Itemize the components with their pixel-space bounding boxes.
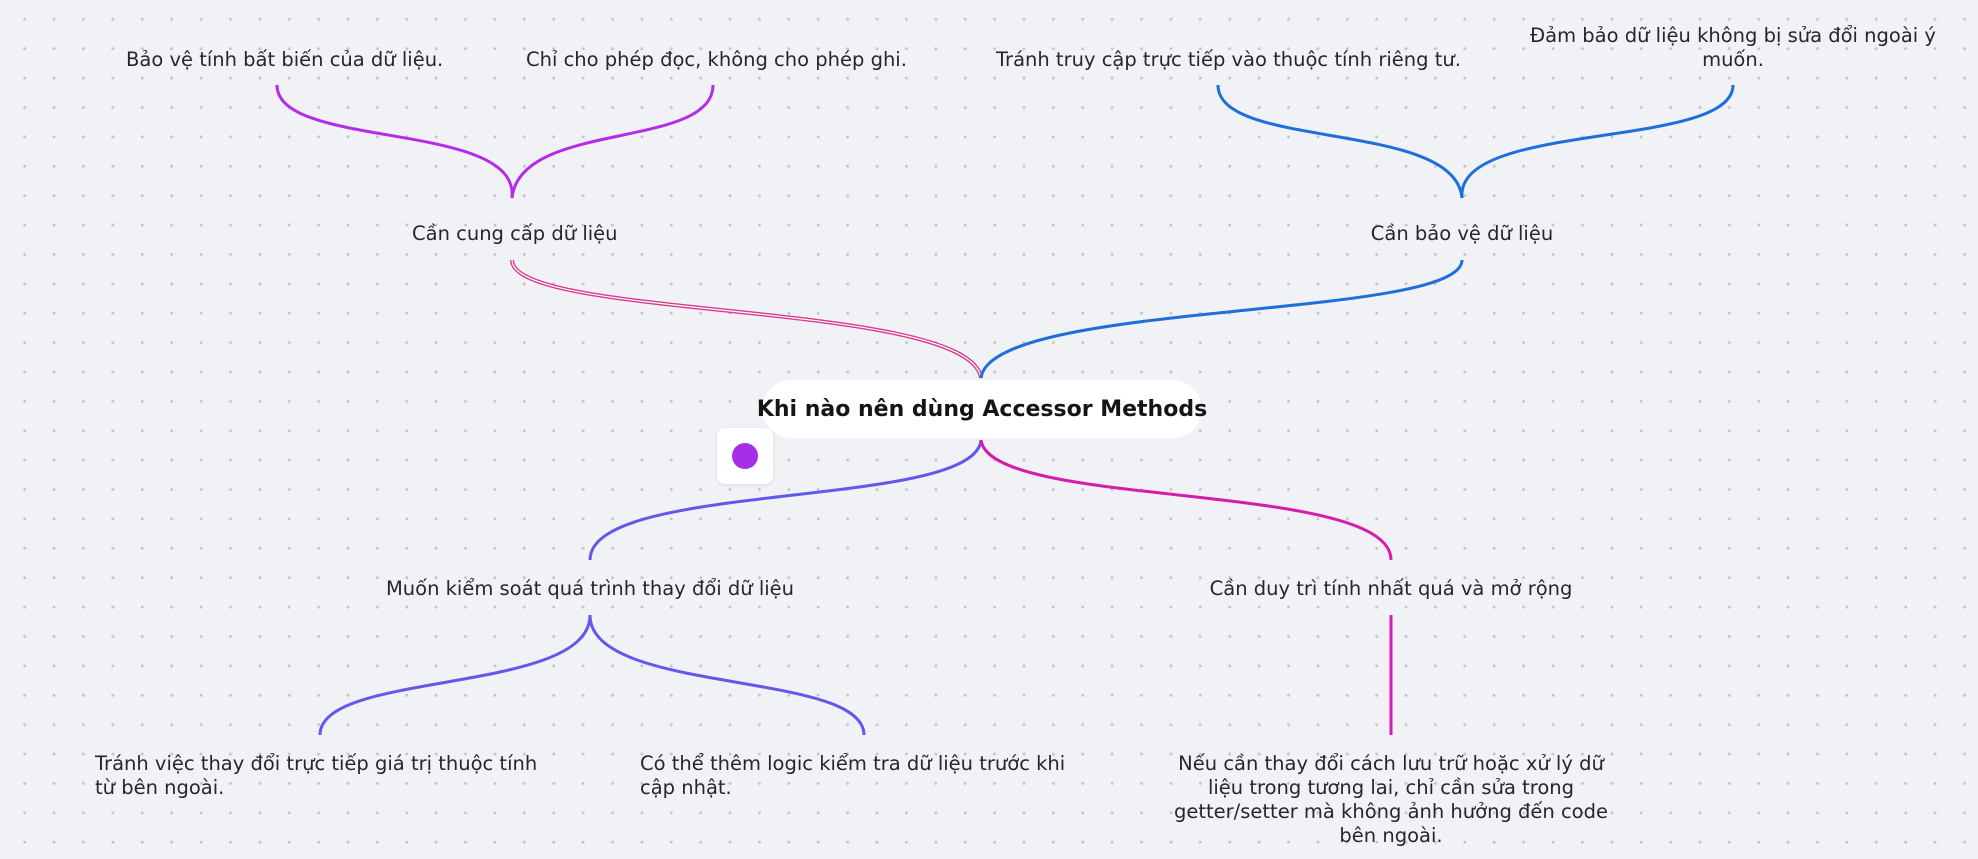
- edge-provide-child-2: [510, 84, 715, 199]
- branch-maintain[interactable]: Cần duy trì tính nhất quá và mở rộng: [1209, 577, 1573, 600]
- leaf-protect-1[interactable]: Tránh truy cập trực tiếp vào thuộc tính …: [996, 48, 1461, 71]
- leaf-control-2[interactable]: Có thể thêm logic kiểm tra dữ liệu trước…: [640, 752, 1066, 799]
- node-color-handle[interactable]: [717, 428, 773, 484]
- edge-center-protect: [979, 259, 1464, 379]
- branch-protect[interactable]: Cần bảo vệ dữ liệu: [1370, 222, 1554, 245]
- center-node[interactable]: Khi nào nên dùng Accessor Methods: [757, 380, 1207, 438]
- edge-protect-child-1: [1216, 84, 1464, 199]
- leaf-protect-2[interactable]: Đảm bảo dữ liệu không bị sửa đổi ngoài ý…: [1530, 24, 1936, 71]
- leaf-provide-1[interactable]: Bảo vệ tính bất biến của dữ liệu.: [126, 48, 444, 71]
- branch-control[interactable]: Muốn kiểm soát quá trình thay đổi dữ liệ…: [385, 577, 795, 600]
- edge-control-child-2: [588, 614, 866, 736]
- branch-provide[interactable]: Cần cung cấp dữ liệu: [412, 222, 618, 245]
- color-dot-icon: [732, 443, 758, 469]
- edge-center-maintain: [979, 439, 1393, 561]
- leaf-provide-2[interactable]: Chỉ cho phép đọc, không cho phép ghi.: [526, 48, 907, 71]
- edge-protect-child-2: [1460, 84, 1735, 199]
- edge-provide-child-1: [275, 84, 514, 199]
- edge-center-control: [588, 439, 983, 561]
- edge-center-provide: [510, 259, 983, 379]
- leaf-control-1[interactable]: Tránh việc thay đổi trực tiếp giá trị th…: [95, 752, 538, 799]
- leaf-maintain-1[interactable]: Nếu cần thay đổi cách lưu trữ hoặc xử lý…: [1174, 752, 1608, 847]
- edge-control-child-1: [318, 614, 592, 736]
